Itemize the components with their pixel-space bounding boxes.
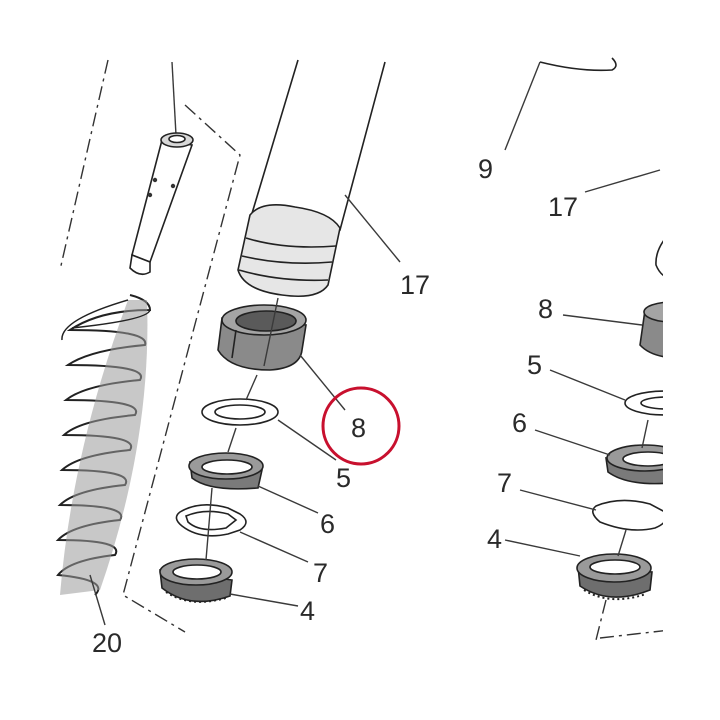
- callout-5-right: 5: [527, 350, 542, 380]
- guide-bushing: [217, 304, 307, 371]
- callout-9: 9: [478, 154, 493, 184]
- callout-6-right: 6: [512, 408, 527, 438]
- washer: [201, 398, 279, 426]
- right-callouts: 9 17 8 5 6 7 4: [478, 154, 578, 554]
- fork-spring: [55, 294, 152, 596]
- highlight-circle: [321, 386, 401, 466]
- callout-4-left: 4: [300, 596, 315, 626]
- callout-6-left: 6: [320, 509, 335, 539]
- dust-seal: [159, 558, 233, 603]
- callout-8-left: 8: [351, 413, 366, 443]
- callout-20: 20: [92, 628, 122, 658]
- callout-8-right: 8: [538, 294, 553, 324]
- assembly-bracket-lines: [59, 59, 241, 633]
- circlip: [175, 504, 247, 537]
- right-assembly: [504, 57, 663, 641]
- axis-lines: [205, 297, 279, 561]
- callout-17-right: 17: [548, 192, 578, 222]
- callout-17-left: 17: [400, 270, 430, 300]
- callout-5-left: 5: [336, 463, 351, 493]
- callout-4-right: 4: [487, 524, 502, 554]
- callout-7-right: 7: [497, 468, 512, 498]
- oil-seal: [188, 452, 264, 490]
- callout-7-left: 7: [313, 558, 328, 588]
- damper-rod: [129, 61, 194, 276]
- fork-tube: [237, 59, 386, 298]
- left-callouts: 17 8 5 6 7 4 20: [89, 194, 430, 658]
